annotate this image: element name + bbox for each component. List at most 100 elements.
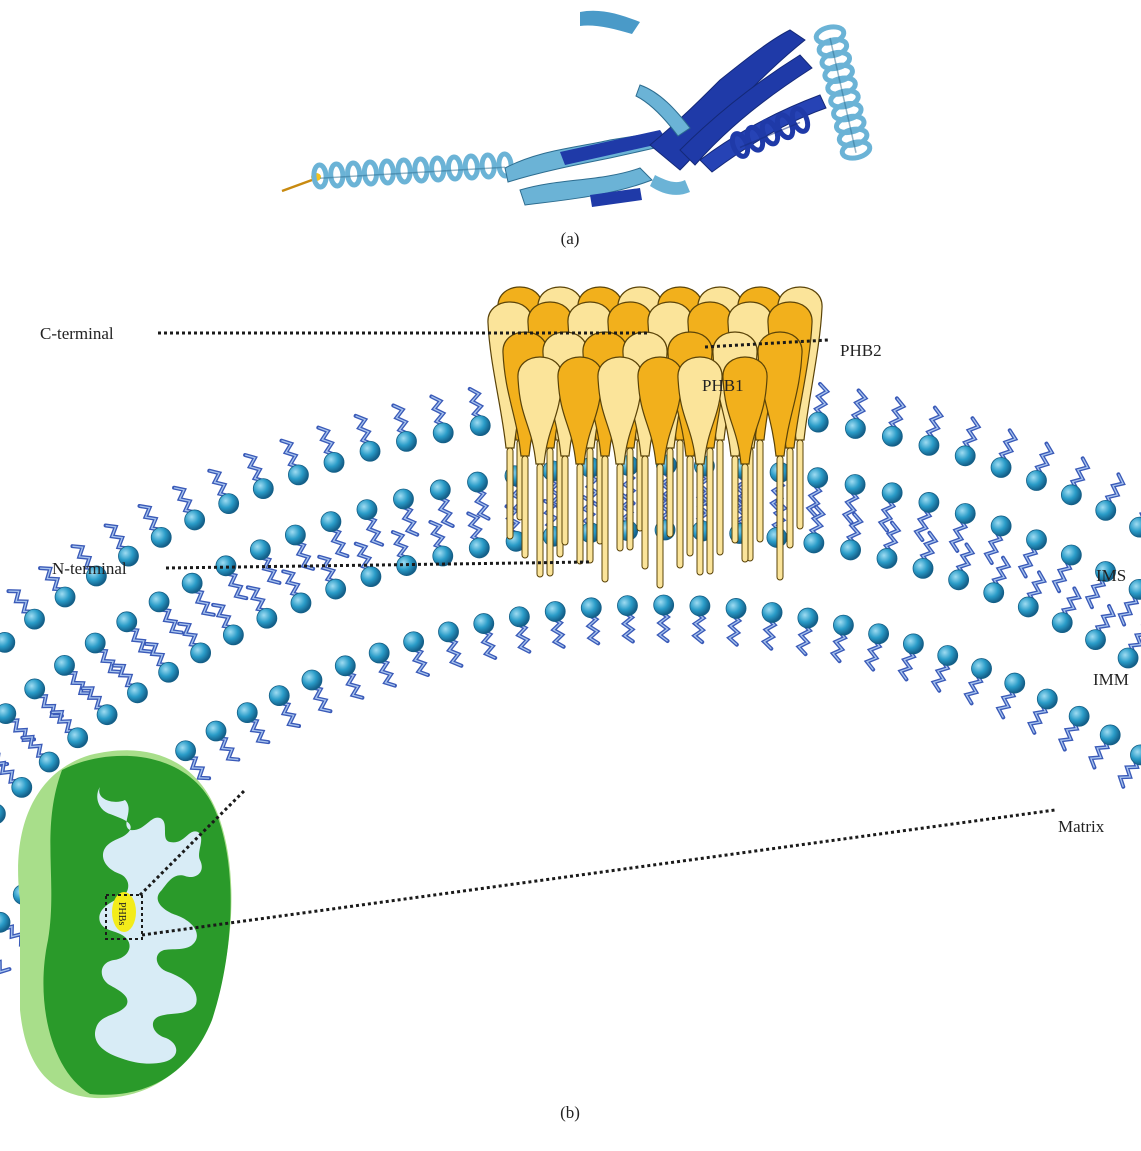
lipid-head bbox=[581, 598, 601, 618]
phb-tm-tail bbox=[757, 440, 763, 542]
phb-tm-tail bbox=[697, 464, 703, 575]
phb-tm-tail bbox=[627, 448, 633, 550]
lipid-head bbox=[1005, 673, 1025, 693]
n-terminal-helix bbox=[313, 154, 511, 188]
lipid-head bbox=[1018, 597, 1038, 617]
phb-tm-tail bbox=[797, 440, 803, 529]
phb-tm-tail bbox=[522, 456, 528, 558]
lipid-head bbox=[991, 516, 1011, 536]
lipid-head bbox=[617, 596, 637, 616]
c-terminal-label: C-terminal bbox=[40, 324, 114, 343]
lipid-head bbox=[68, 728, 88, 748]
matrix-label: Matrix bbox=[1058, 817, 1105, 836]
lipid-head bbox=[654, 595, 674, 615]
lipid-head bbox=[361, 567, 381, 587]
lipid-head bbox=[257, 608, 277, 628]
mitochondrion: PHBs bbox=[18, 750, 231, 1098]
lipid-head bbox=[913, 558, 933, 578]
lipid-head bbox=[269, 686, 289, 706]
phb-tm-tail bbox=[707, 448, 713, 574]
phb-tm-tail bbox=[587, 448, 593, 563]
lipid-head bbox=[984, 583, 1004, 603]
lipid-head bbox=[808, 468, 828, 488]
lipid-head bbox=[302, 670, 322, 690]
lipid-head bbox=[726, 598, 746, 618]
lipid-head bbox=[326, 579, 346, 599]
lipid-head bbox=[439, 622, 459, 642]
lipid-head bbox=[949, 570, 969, 590]
panel-b-caption: (b) bbox=[560, 1103, 580, 1122]
lipid-head bbox=[219, 494, 239, 514]
lipid-head bbox=[206, 721, 226, 741]
lipid-head bbox=[903, 634, 923, 654]
lipid-head bbox=[25, 609, 45, 629]
lipid-head bbox=[149, 592, 169, 612]
helix-turn bbox=[364, 162, 377, 185]
phb-tm-tail bbox=[602, 456, 608, 582]
phb-tm-tail bbox=[732, 456, 738, 543]
lipid-head bbox=[0, 632, 15, 652]
lipid-head bbox=[151, 527, 171, 547]
lipid-head bbox=[1130, 517, 1141, 537]
lipid-head bbox=[85, 633, 105, 653]
lipid-head bbox=[1086, 630, 1106, 650]
lipid-head bbox=[25, 679, 45, 699]
lipid-head bbox=[545, 602, 565, 622]
lipid-head bbox=[396, 431, 416, 451]
lipid-head bbox=[357, 500, 377, 520]
lipid-head bbox=[877, 548, 897, 568]
lipid-head bbox=[117, 612, 137, 632]
helix-turn bbox=[465, 156, 478, 179]
lipid-head bbox=[509, 607, 529, 627]
phb-tm-tail bbox=[687, 456, 693, 556]
lipid-head bbox=[804, 533, 824, 553]
lipid-head bbox=[469, 538, 489, 558]
phb-tm-tail bbox=[537, 464, 543, 577]
lipid-head bbox=[250, 540, 270, 560]
lipid-head bbox=[191, 643, 211, 663]
lipid-head bbox=[12, 777, 32, 797]
phb-tm-tail bbox=[777, 456, 783, 580]
lipid-head bbox=[869, 624, 889, 644]
phb-tm-tail bbox=[642, 456, 648, 569]
lipid-head bbox=[433, 423, 453, 443]
lipid-head bbox=[360, 441, 380, 461]
lipid-head bbox=[833, 615, 853, 635]
lipid-head bbox=[1129, 579, 1141, 599]
lipid-head bbox=[1100, 725, 1120, 745]
lipid-head bbox=[955, 446, 975, 466]
lipid-head bbox=[39, 752, 59, 772]
lipid-head bbox=[1069, 706, 1089, 726]
phb-tm-tail bbox=[577, 464, 583, 564]
lipid-head bbox=[55, 655, 75, 675]
lipid-head bbox=[1061, 485, 1081, 505]
lipid-head bbox=[404, 632, 424, 652]
lipid-head bbox=[882, 483, 902, 503]
helix-turn bbox=[448, 157, 461, 180]
lipid-head bbox=[919, 492, 939, 512]
lipid-head bbox=[1118, 648, 1138, 668]
lipid-head bbox=[185, 510, 205, 530]
lipid-head bbox=[808, 412, 828, 432]
phb-tm-tail bbox=[677, 440, 683, 568]
lipid-head bbox=[1026, 471, 1046, 491]
lipid-head bbox=[991, 458, 1011, 478]
imm-label: IMM bbox=[1093, 670, 1129, 689]
lipid-head bbox=[223, 625, 243, 645]
lipid-head bbox=[0, 804, 5, 824]
helix-turn bbox=[347, 163, 360, 186]
helix-turn bbox=[381, 161, 394, 184]
lipid-head bbox=[55, 587, 75, 607]
lipid-head bbox=[972, 659, 992, 679]
n-terminal-label: N-terminal bbox=[52, 559, 127, 578]
helix-turn bbox=[414, 159, 427, 182]
lipid-head bbox=[176, 741, 196, 761]
lipid-head bbox=[321, 512, 341, 532]
phb-tm-tail bbox=[717, 440, 723, 555]
lipid-head bbox=[474, 614, 494, 634]
ims-label: IMS bbox=[1096, 566, 1126, 585]
lipid-head bbox=[285, 525, 305, 545]
helix-turn bbox=[431, 158, 444, 181]
lipid-head bbox=[938, 645, 958, 665]
phb1-label: PHB1 bbox=[702, 376, 744, 395]
